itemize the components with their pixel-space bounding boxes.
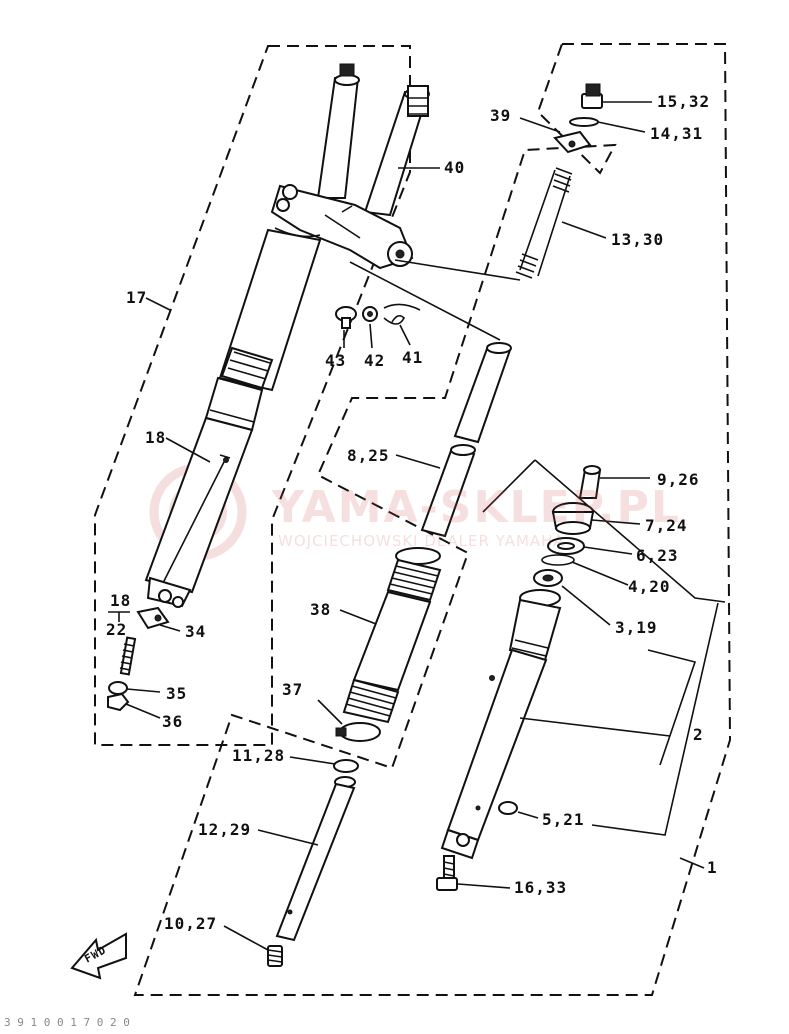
- label-10-27: 10,27: [164, 914, 218, 933]
- part-10-small-spring: [267, 945, 283, 967]
- fork-assembly-17: [144, 63, 430, 608]
- label-3-19: 3,19: [615, 618, 658, 637]
- label-1: 1: [707, 858, 718, 877]
- label-15-32: 15,32: [657, 92, 711, 111]
- part-39-spacer: [553, 130, 592, 154]
- part-16-bolt: [436, 855, 458, 891]
- label-13-30: 13,30: [611, 230, 665, 249]
- label-42: 42: [364, 351, 386, 370]
- label-5-21: 5,21: [542, 810, 585, 829]
- label-34: 34: [185, 622, 207, 641]
- part-35: [108, 681, 128, 695]
- part-5-drain-screw: [498, 801, 518, 815]
- label-36: 36: [162, 712, 184, 731]
- part-36: [107, 692, 130, 712]
- label-8-25: 8,25: [347, 446, 390, 465]
- label-38: 38: [310, 600, 332, 619]
- part-3-seal: [533, 569, 563, 587]
- label-40: 40: [444, 158, 466, 177]
- watermark-title: YAMA-SKLEP.PL: [272, 482, 681, 533]
- part-12-inner-tube: [275, 776, 356, 942]
- label-12-29: 12,29: [198, 820, 252, 839]
- label-18-pair: 18: [110, 591, 132, 610]
- label-39: 39: [490, 106, 512, 125]
- fwd-arrow-icon: [70, 932, 127, 980]
- part-34: [136, 606, 170, 630]
- part-6-ring: [547, 537, 585, 555]
- label-4-20: 4,20: [628, 577, 671, 596]
- part-43-bolt: [335, 306, 357, 329]
- assembly-1-boundary: [133, 43, 732, 996]
- label-7-24: 7,24: [645, 516, 688, 535]
- part-37-clamp: [335, 722, 381, 742]
- label-17: 17: [126, 288, 148, 307]
- label-16-33: 16,33: [514, 878, 568, 897]
- label-14-31: 14,31: [650, 124, 704, 143]
- label-35: 35: [166, 684, 188, 703]
- part-11-seal: [333, 759, 359, 773]
- part-41-clip: [383, 303, 421, 325]
- label-9-26: 9,26: [657, 470, 700, 489]
- label-11-28: 11,28: [232, 746, 286, 765]
- part-15-cap-bolt: [581, 83, 603, 109]
- label-41: 41: [402, 348, 424, 367]
- part-22: [119, 636, 137, 676]
- part-42-washer: [362, 306, 378, 322]
- label-37: 37: [282, 680, 304, 699]
- label-43: 43: [325, 351, 347, 370]
- label-22: 22: [106, 620, 128, 639]
- assembly-17-boundary: [94, 45, 411, 746]
- label-2: 2: [693, 725, 704, 744]
- part-4-circlip: [541, 554, 575, 566]
- part-2-outer-tube: [440, 589, 562, 860]
- part-8-spacer: [420, 342, 512, 538]
- leader-lines: [108, 101, 719, 951]
- label-18-top: 18: [145, 428, 167, 447]
- part-38-boot: [342, 547, 442, 724]
- part-7-piston: [551, 502, 595, 535]
- part-9-rod-top: [578, 465, 602, 499]
- watermark-subtitle: WOJCIECHOWSKI DEALER YAMAHA: [278, 532, 565, 550]
- label-6-23: 6,23: [636, 546, 679, 565]
- part-13-spring: [515, 167, 573, 279]
- part-14-oring: [569, 117, 599, 127]
- footer-code: 3 9 1 0 0 1 7 0 2 0: [4, 1016, 130, 1029]
